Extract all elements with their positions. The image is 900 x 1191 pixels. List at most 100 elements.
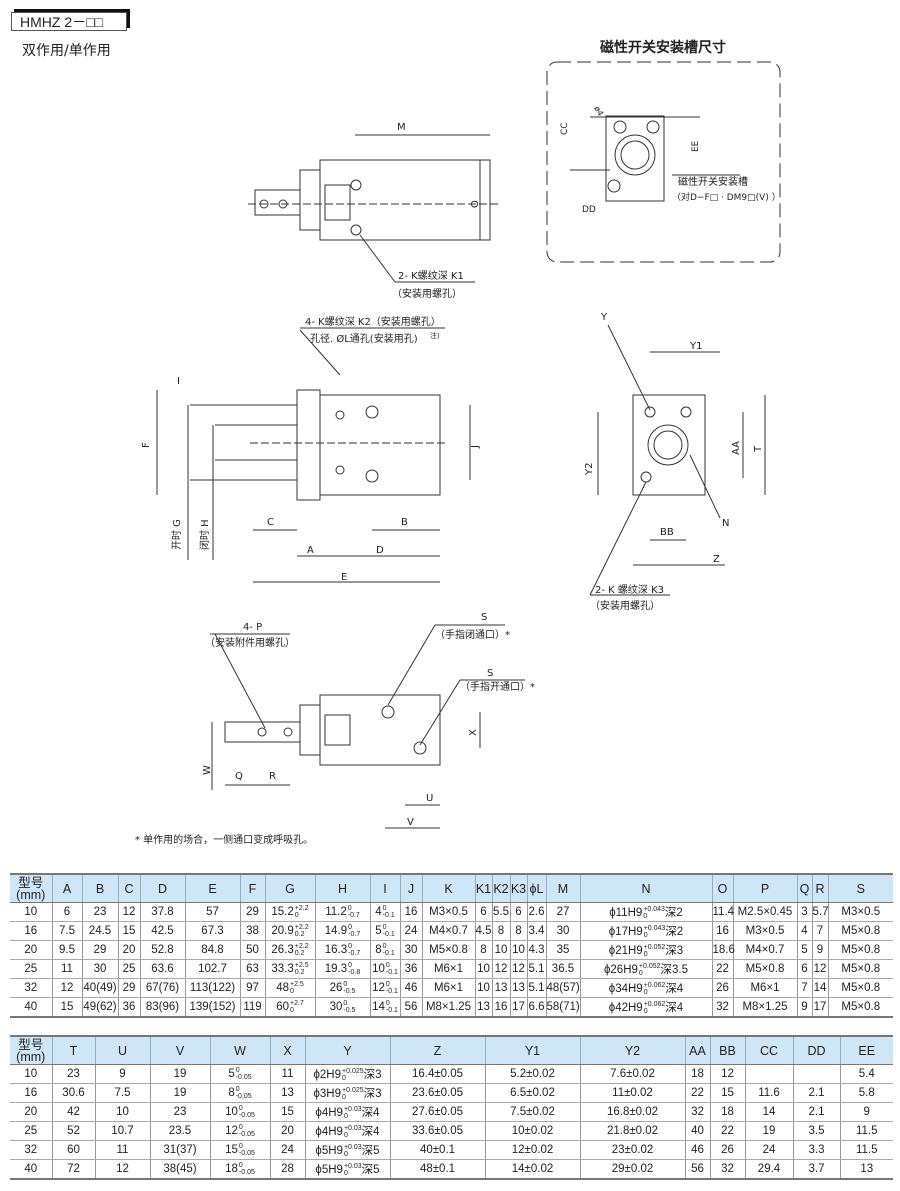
- cell-value: ϕ11H9: [609, 907, 643, 919]
- table-cell: 5.7: [811, 902, 829, 922]
- table-cell: 83(96): [139, 997, 185, 1018]
- cell-value: ϕ26H9: [603, 964, 638, 976]
- table-cell: 12: [491, 959, 510, 979]
- dim-y: Y: [600, 312, 608, 323]
- tolerance-upper: +2.5: [289, 981, 304, 988]
- table-cell: 5.1: [526, 959, 546, 979]
- cell-value: 12: [225, 1125, 238, 1138]
- cell-value: 11.2: [325, 906, 347, 919]
- table-cell: 17: [509, 997, 527, 1018]
- table-cell: 15: [117, 921, 140, 941]
- table-cell: 5.5: [491, 902, 510, 922]
- table-cell: 12: [94, 1159, 150, 1180]
- tolerance-lower: -0.1: [382, 950, 395, 957]
- column-header: F: [239, 873, 265, 903]
- table-cell: 30: [81, 959, 118, 979]
- tolerance-upper: +2.2: [294, 924, 309, 931]
- dim-w: W: [202, 765, 213, 775]
- table-cell: 21.8±0.02: [579, 1121, 685, 1141]
- dim-g: 开时 G: [171, 519, 183, 550]
- table-cell: 32: [10, 1140, 52, 1160]
- dim-n: N: [722, 518, 729, 529]
- table-cell: 11.6: [744, 1083, 793, 1103]
- model-code: HMHZ 2－□□: [11, 12, 127, 31]
- tolerance-lower: 0: [294, 912, 299, 919]
- table-cell: 38: [239, 921, 265, 941]
- tolerance-lower: 0: [289, 1007, 294, 1014]
- table-cell: 25: [10, 1121, 52, 1141]
- table-cell: 20: [117, 940, 140, 960]
- dim-aa: AA: [731, 441, 742, 455]
- table-cell: 13: [509, 978, 527, 998]
- tolerance-upper: +0.025: [342, 1067, 364, 1075]
- l-label: 孔径. ØL通孔(安装用孔): [310, 332, 418, 345]
- p-label: 4- P: [243, 622, 262, 633]
- table-cell: M4×0.7: [421, 921, 475, 941]
- tolerance-lower: -0.5: [343, 988, 356, 995]
- table-cell: 40: [10, 1159, 52, 1180]
- table-cell: 10: [94, 1102, 150, 1122]
- dim-t: T: [753, 445, 764, 453]
- table-cell: 23.5: [149, 1121, 210, 1141]
- table-cell: 6: [51, 902, 82, 922]
- tolerance-lower: -0.1: [382, 931, 395, 938]
- tolerance-upper: 0: [238, 1162, 243, 1169]
- tolerance-upper: 0: [382, 905, 387, 912]
- tolerance-upper: 0: [348, 943, 353, 950]
- tolerance-upper: +0.052: [643, 943, 666, 951]
- table-cell: 52.8: [139, 940, 185, 960]
- table-cell: M8×1.25: [421, 997, 475, 1018]
- table-cell: 35: [545, 940, 580, 960]
- table-cell: M3×0.5: [421, 902, 475, 922]
- table-cell: 29: [81, 940, 118, 960]
- ee-label: EE: [691, 140, 701, 152]
- table-cell: 32: [684, 1102, 710, 1122]
- cell-value: 19.3: [324, 963, 348, 976]
- cell-value: 26.3: [271, 944, 294, 957]
- table-cell: 12: [811, 959, 828, 979]
- table-cell: 30: [399, 940, 422, 960]
- table-cell: 10: [474, 959, 492, 979]
- table-cell: 2.6: [526, 902, 546, 922]
- table-cell: 25: [117, 959, 140, 979]
- table-cell: 18: [684, 1064, 710, 1084]
- tolerance: 0-0.1: [383, 924, 395, 938]
- depth-value: 深2: [664, 907, 683, 919]
- dim-d: D: [376, 545, 384, 556]
- column-header: Y2: [579, 1035, 685, 1065]
- column-header: W: [209, 1035, 270, 1065]
- table-cell: 6.6: [526, 997, 546, 1018]
- table-cell: 56: [399, 997, 422, 1018]
- table-cell: 30: [545, 921, 580, 941]
- tolerance: 0-0.05: [236, 1067, 252, 1081]
- table-cell: M8×1.25: [732, 997, 797, 1018]
- tolerance-lower: 0: [342, 1093, 346, 1101]
- table-cell: 67(76): [139, 978, 185, 998]
- table-cell: M6×1: [421, 978, 475, 998]
- switch-slot-title: 磁性开关安装槽尺寸: [600, 39, 726, 56]
- column-header: K: [421, 873, 475, 903]
- table-cell: 9: [796, 997, 812, 1018]
- table-cell: 9: [839, 1102, 893, 1122]
- table-cell: 6: [796, 959, 812, 979]
- switch-slot-panel: 磁性开关安装槽尺寸 CC EE DD ø4 磁性开关安装槽 （对D−F□ · D…: [546, 39, 781, 263]
- table-cell: M6×1: [732, 978, 797, 998]
- dim-u: U: [426, 793, 433, 804]
- cell-value: 26: [329, 982, 343, 995]
- table-cell: 7: [796, 978, 812, 998]
